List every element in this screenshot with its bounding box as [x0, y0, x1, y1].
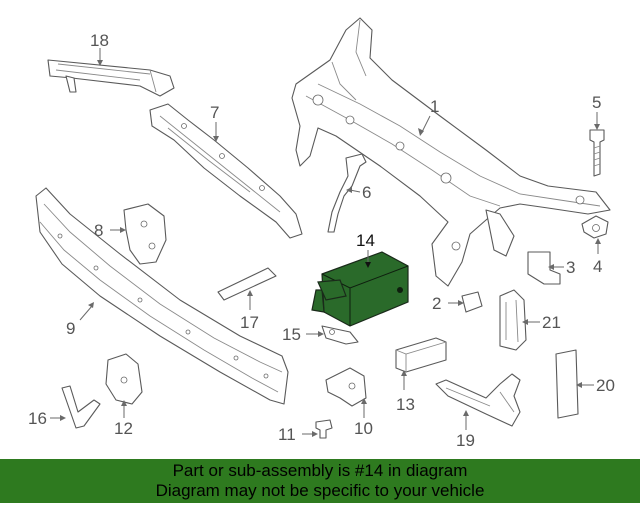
part-15-small-bracket: [321, 325, 359, 345]
part-1-radiator-support: [291, 17, 611, 287]
callout-8: 8: [94, 221, 103, 240]
callout-20: 20: [596, 376, 615, 395]
callout-3: 3: [566, 258, 575, 277]
leader-lines: [50, 48, 601, 437]
callout-6: 6: [362, 183, 371, 202]
part-2-clip: [461, 291, 483, 313]
part-20-side-panel: [555, 349, 579, 419]
part-16-bracket: [61, 385, 101, 429]
callout-12: 12: [114, 419, 133, 438]
callout-16: 16: [28, 409, 47, 428]
part-7-upper-reinforcement: [149, 103, 303, 239]
part-10-bracket: [325, 367, 367, 407]
part-13-foam-block: [395, 337, 447, 373]
callout-9: 9: [66, 319, 75, 338]
callout-13: 13: [396, 395, 415, 414]
part-8-bracket: [123, 203, 167, 265]
part-14-module-bracket: [311, 251, 409, 327]
banner-line-2: Diagram may not be specific to your vehi…: [155, 481, 485, 500]
part-5-bolt: [589, 129, 605, 177]
part-17-foam-strip: [217, 267, 277, 301]
callout-11: 11: [278, 425, 296, 444]
callout-10: 10: [354, 419, 373, 438]
exploded-parts-diagram: 18 7 1 5 6 8 14 4 3 2 21 17 9 15 20 13 1…: [28, 17, 615, 450]
callout-4: 4: [593, 257, 602, 276]
callout-5: 5: [592, 93, 601, 112]
part-21-bracket: [499, 289, 527, 351]
callout-1: 1: [430, 97, 439, 116]
callout-15: 15: [282, 325, 301, 344]
callout-17: 17: [240, 313, 259, 332]
part-9-bumper-beam: [35, 187, 289, 405]
callout-18: 18: [90, 31, 109, 50]
callout-labels: 18 7 1 5 6 8 14 4 3 2 21 17 9 15 20 13 1…: [28, 31, 615, 450]
banner-line-1: Part or sub-assembly is #14 in diagram: [172, 461, 468, 480]
callout-2: 2: [432, 294, 441, 313]
part-11-bolt: [315, 419, 333, 439]
part-12-bracket: [105, 353, 143, 405]
part-3-bracket: [527, 251, 561, 285]
callout-19: 19: [456, 431, 475, 450]
part-6-wire-bracket: [327, 153, 367, 233]
info-banner: Part or sub-assembly is #14 in diagram D…: [0, 459, 640, 503]
callout-14: 14: [356, 231, 375, 250]
part-18-deflector: [47, 59, 175, 97]
part-4-clip: [581, 215, 609, 239]
part-19-lower-arm: [435, 373, 521, 427]
callout-21: 21: [542, 313, 561, 332]
callout-7: 7: [210, 103, 219, 122]
